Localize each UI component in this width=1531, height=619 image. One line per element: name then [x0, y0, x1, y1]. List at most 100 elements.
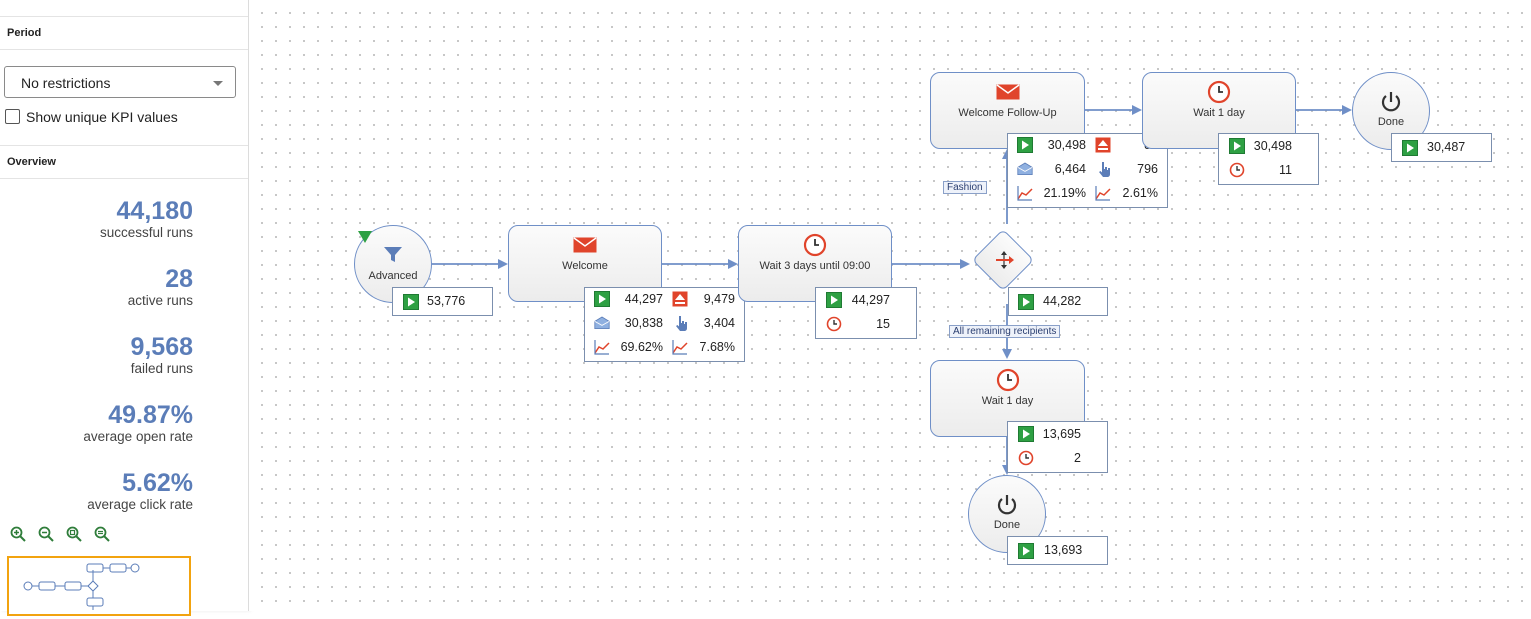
stat-open-rate: 21.19% — [1043, 186, 1086, 200]
divider — [0, 178, 248, 179]
branch-label-all-remaining[interactable]: All remaining recipients — [949, 325, 1061, 338]
open-mail-icon — [1017, 162, 1033, 175]
stat-open-rate: 69.62% — [620, 340, 663, 354]
email-icon — [573, 237, 597, 253]
stat-opened: 30,838 — [624, 316, 663, 330]
kpi-label: average click rate — [87, 497, 193, 512]
node-label: Wait 1 day — [981, 395, 1034, 407]
stats-wait-1-day-top: 30,498 11 — [1218, 133, 1319, 185]
branch-label-fashion[interactable]: Fashion — [943, 181, 987, 194]
kpi-label: failed runs — [130, 361, 193, 376]
kpi-active-runs: 28 active runs — [3, 265, 193, 309]
play-icon — [594, 291, 610, 307]
node-label: Advanced — [368, 270, 418, 282]
divider — [0, 16, 248, 17]
zoom-out-icon[interactable] — [38, 526, 54, 542]
bounce-icon — [1095, 137, 1111, 153]
bounce-icon — [672, 291, 688, 307]
chevron-down-icon — [213, 81, 223, 86]
stat-click-rate: 7.68% — [699, 340, 735, 354]
zoom-fit-icon[interactable] — [66, 526, 82, 542]
filter-icon — [384, 247, 402, 262]
stat-sent: 44,297 — [624, 292, 663, 306]
split-icon — [996, 251, 1014, 269]
divider — [0, 145, 248, 146]
stat-started: 30,498 — [1253, 139, 1292, 153]
play-icon — [1018, 426, 1034, 442]
play-icon — [1229, 138, 1245, 154]
email-icon — [996, 84, 1019, 100]
split-node[interactable] — [971, 228, 1037, 294]
stat-sent: 30,498 — [1047, 138, 1086, 152]
open-rate-chart-icon — [594, 340, 610, 355]
click-rate-chart-icon — [672, 340, 688, 355]
period-select[interactable]: No restrictions — [4, 66, 236, 98]
kpi-click-rate: 5.62% average click rate — [3, 469, 193, 513]
clock-icon — [996, 368, 1019, 392]
stats-wait-3-days: 44,297 15 — [815, 287, 917, 339]
kpi-value: 5.62% — [122, 469, 193, 497]
clock-icon — [1207, 80, 1231, 104]
stat-clicked: 796 — [1137, 162, 1158, 176]
stat-waiting: 2 — [1074, 451, 1081, 465]
clock-icon — [826, 316, 842, 332]
play-icon — [1018, 294, 1034, 310]
overview-title: Overview — [7, 156, 56, 168]
node-label: Welcome Follow-Up — [958, 107, 1057, 119]
clock-icon — [1229, 162, 1245, 178]
kpi-value: 44,180 — [116, 197, 193, 225]
kpi-value: 9,568 — [130, 333, 193, 361]
stat-started: 53,776 — [427, 294, 466, 308]
node-label: Wait 1 day — [1193, 107, 1245, 119]
kpi-successful-runs: 44,180 successful runs — [3, 197, 193, 241]
stat-click-rate: 2.61% — [1122, 186, 1158, 200]
kpi-failed-runs: 9,568 failed runs — [3, 333, 193, 377]
stat-clicked: 3,404 — [703, 316, 735, 330]
stat-opened: 6,464 — [1054, 162, 1086, 176]
period-select-value: No restrictions — [21, 75, 111, 91]
stats-start: 53,776 — [392, 287, 493, 316]
clock-icon — [1018, 450, 1034, 466]
minimap-preview — [23, 563, 140, 610]
play-icon — [1017, 137, 1033, 153]
power-icon — [997, 495, 1017, 515]
kpi-label: active runs — [127, 293, 193, 308]
click-hand-icon — [676, 316, 687, 331]
play-icon — [403, 294, 419, 310]
node-label: Done — [1377, 116, 1405, 128]
power-icon — [1381, 92, 1401, 112]
filter-active-icon — [358, 231, 372, 243]
kpi-open-rate: 49.87% average open rate — [3, 401, 193, 445]
stat-waiting: 15 — [876, 317, 890, 331]
stat-bounced: 9,479 — [703, 292, 735, 306]
node-label: Done — [993, 519, 1021, 531]
stat-started: 13,695 — [1042, 427, 1081, 441]
stats-wait-1-day-bottom: 13,695 2 — [1007, 421, 1108, 473]
stat-started: 30,487 — [1427, 140, 1466, 154]
stat-started: 13,693 — [1044, 543, 1083, 557]
play-icon — [1402, 140, 1418, 156]
click-rate-chart-icon — [1095, 186, 1111, 201]
stats-done-bottom: 13,693 — [1007, 536, 1108, 565]
zoom-in-icon[interactable] — [10, 526, 26, 542]
sidebar: Period No restrictions Show unique KPI v… — [0, 0, 249, 616]
zoom-reset-icon[interactable] — [94, 526, 110, 542]
kpi-label: average open rate — [83, 429, 193, 444]
minimap[interactable] — [7, 556, 191, 616]
kpi-value: 49.87% — [108, 401, 193, 429]
kpi-value: 28 — [165, 265, 193, 293]
unique-kpi-checkbox[interactable] — [5, 109, 20, 124]
play-icon — [826, 292, 842, 308]
click-hand-icon — [1099, 162, 1110, 177]
node-label: Welcome — [562, 260, 608, 272]
open-rate-chart-icon — [1017, 186, 1033, 201]
play-icon — [1018, 543, 1034, 559]
stats-done-top: 30,487 — [1391, 133, 1492, 162]
period-title: Period — [7, 27, 42, 39]
clock-icon — [803, 233, 827, 257]
stat-started: 44,297 — [851, 293, 890, 307]
stats-welcome: 44,297 9,479 30,838 3,404 69.62% 7.68% — [584, 287, 745, 362]
stats-welcome-follow-up: 30,498 89 6,464 796 21.19% 2.61% — [1007, 133, 1168, 208]
stats-split: 44,282 — [1008, 287, 1108, 316]
stat-waiting: 11 — [1279, 163, 1292, 177]
